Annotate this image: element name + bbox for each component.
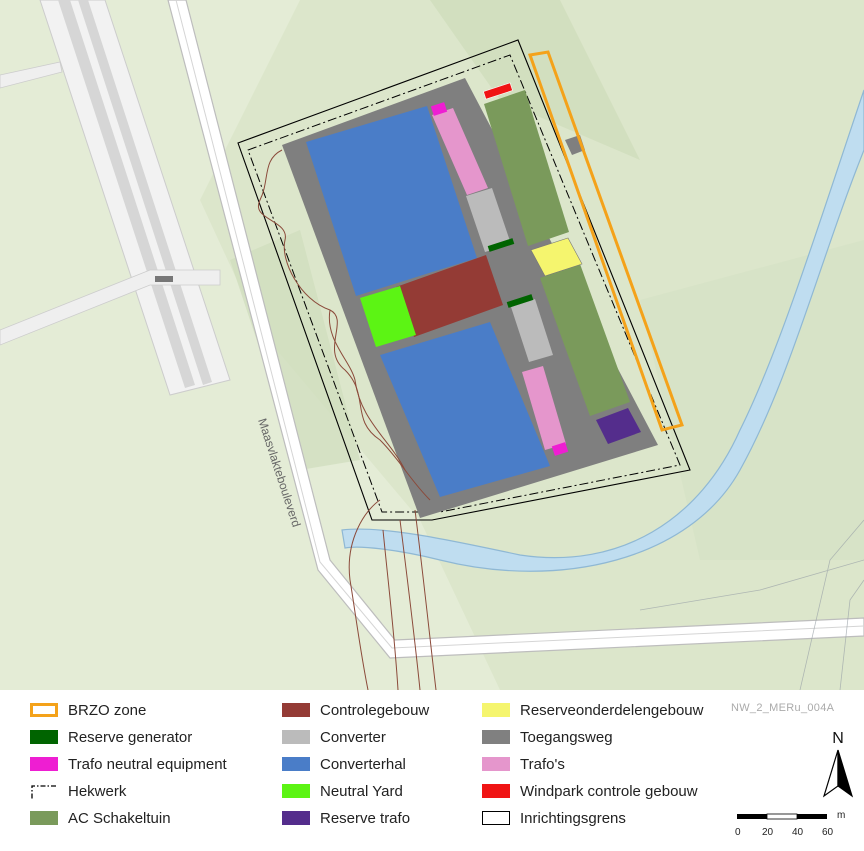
legend-swatch xyxy=(482,811,510,825)
converterhal-south xyxy=(380,322,550,497)
legend-item-hekwerk: Hekwerk xyxy=(30,781,126,801)
legend-item-neutral-yard: Neutral Yard xyxy=(282,781,403,801)
legend-item-converterhal: Converterhal xyxy=(282,754,406,774)
dune-texture xyxy=(230,230,360,470)
converter-south xyxy=(511,299,553,362)
legend-swatch xyxy=(482,784,510,798)
dune-texture xyxy=(640,240,864,560)
legend-swatch xyxy=(30,703,58,717)
water-channel xyxy=(341,89,864,572)
trafo-neutral-equipment xyxy=(551,442,569,456)
legend-swatch xyxy=(31,785,56,800)
north-label: N xyxy=(832,730,844,747)
legend-item-reserve-generator: Reserve generator xyxy=(30,727,192,747)
legend-item-reserve-trafo: Reserve trafo xyxy=(282,808,410,828)
legend-label: Neutral Yard xyxy=(320,782,403,800)
legend-item-trafo-neutral-equipment: Trafo neutral equipment xyxy=(30,754,227,774)
legend-swatch xyxy=(30,811,58,825)
legend-item-controlegebouw: Controlegebouw xyxy=(282,700,429,720)
legend-label: Controlegebouw xyxy=(320,701,430,719)
legend-label: Reserveonderdelengebouw xyxy=(520,701,704,719)
main-road xyxy=(167,0,864,659)
legend-swatch xyxy=(482,757,510,771)
inrichtingsgrens-boundary xyxy=(237,39,691,521)
trafos-north xyxy=(432,108,488,195)
neutral-yard xyxy=(360,286,416,347)
legend-swatch xyxy=(282,784,310,798)
legend-label: Converterhal xyxy=(320,755,406,773)
legend-label: BRZO zone xyxy=(68,701,147,719)
scale-tick: 0 xyxy=(735,827,741,838)
legend-label: Reserve generator xyxy=(68,728,193,746)
map-legend: BRZO zone Reserve generator Trafo neutra… xyxy=(0,690,864,851)
legend-item-reserveonderdelengebouw: Reserveonderdelengebouw xyxy=(482,700,703,720)
legend-item-inrichtingsgrens: Inrichtingsgrens xyxy=(482,808,626,828)
trafos-south xyxy=(522,366,566,450)
ac-schakeltuin-south xyxy=(540,264,630,416)
reserve-trafo xyxy=(596,408,641,444)
controlegebouw xyxy=(396,255,503,337)
legend-swatch xyxy=(282,811,310,825)
reserveonderdelengebouw xyxy=(530,237,583,277)
scale-tick: 40 xyxy=(792,827,804,838)
north-arrow: N xyxy=(820,730,856,800)
legend-item-ac-schakeltuin: AC Schakeltuin xyxy=(30,808,171,828)
scale-tick: 20 xyxy=(762,827,774,838)
legend-label: AC Schakeltuin xyxy=(68,809,171,827)
scale-tick: 60 xyxy=(822,827,834,838)
figure-code: NW_2_MERu_004A xyxy=(731,702,835,714)
legend-swatch xyxy=(282,757,310,771)
legend-label: Converter xyxy=(320,728,386,746)
legend-item-trafos: Trafo's xyxy=(482,754,565,774)
scale-unit: m xyxy=(837,810,846,821)
brzo-zone xyxy=(527,50,684,432)
converter-north xyxy=(466,188,511,252)
legend-label: Reserve trafo xyxy=(320,809,411,827)
reserve-generator xyxy=(487,238,515,252)
hekwerk-fence xyxy=(247,54,681,513)
trafo-neutral-equipment xyxy=(430,102,448,116)
legend-label: Toegangsweg xyxy=(520,728,613,746)
ac-schakeltuin-north xyxy=(484,90,569,246)
runway xyxy=(0,0,231,396)
terrain-lines xyxy=(639,519,864,690)
legend-label: Inrichtingsgrens xyxy=(520,809,626,827)
cable-routes xyxy=(257,149,437,690)
reserve-generator xyxy=(506,294,534,308)
scale-bar-graphic xyxy=(737,813,827,820)
legend-swatch xyxy=(30,730,58,744)
legend-swatch xyxy=(482,703,510,717)
windpark-controle-gebouw xyxy=(483,82,513,100)
legend-item-brzo-zone: BRZO zone xyxy=(30,700,146,720)
legend-label: Trafo neutral equipment xyxy=(68,755,227,773)
converterhal-north xyxy=(306,106,477,296)
legend-swatch xyxy=(282,703,310,717)
legend-label: Trafo's xyxy=(520,755,565,773)
legend-item-windpark-controle-gebouw: Windpark controle gebouw xyxy=(482,781,698,801)
dune-texture xyxy=(430,0,640,160)
legend-item-converter: Converter xyxy=(282,727,386,747)
north-arrow-icon xyxy=(822,749,854,798)
legend-label: Hekwerk xyxy=(68,782,127,800)
legend-swatch xyxy=(282,730,310,744)
legend-label: Windpark controle gebouw xyxy=(520,782,698,800)
map-canvas: Maasvlaktebouleverd xyxy=(0,0,864,690)
scale-bar: m 0 20 40 60 xyxy=(735,810,860,850)
legend-swatch xyxy=(30,757,58,771)
legend-swatch xyxy=(482,730,510,744)
legend-item-toegangsweg: Toegangsweg xyxy=(482,727,613,747)
